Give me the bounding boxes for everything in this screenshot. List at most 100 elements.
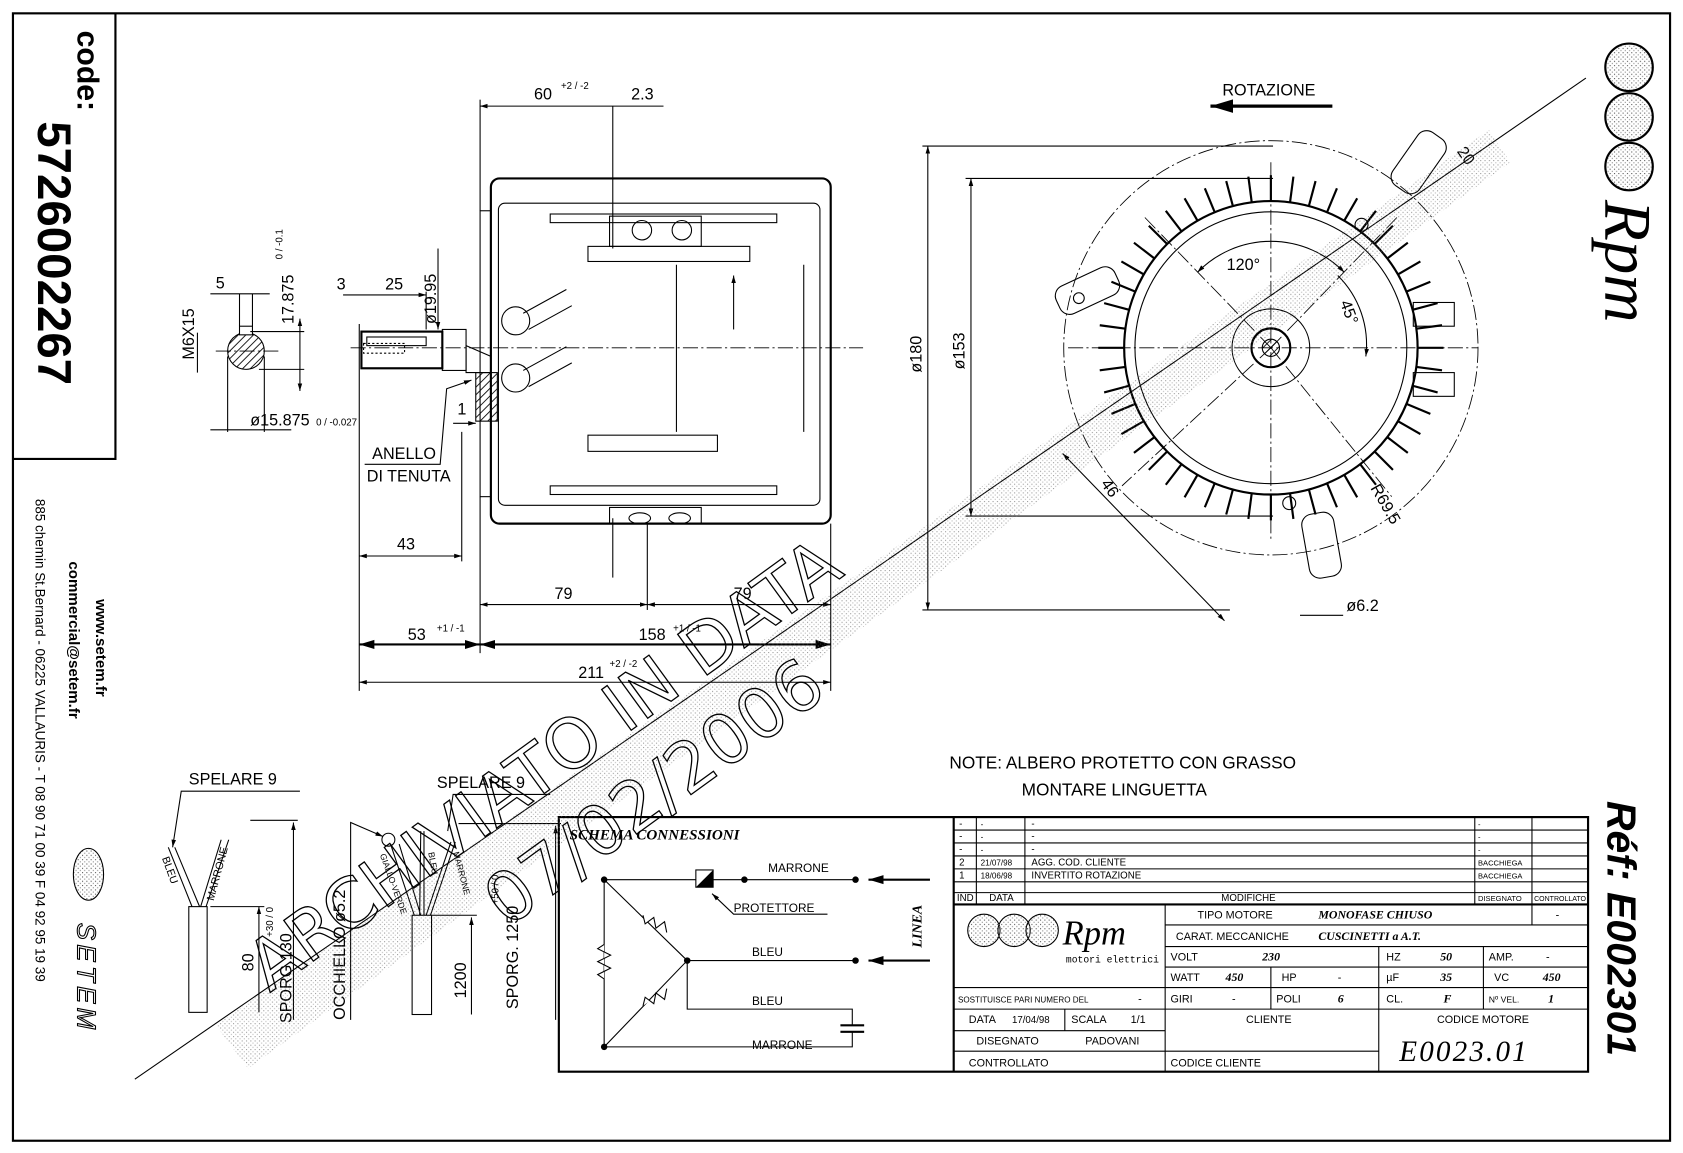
revision-date: - (981, 820, 984, 829)
cooling-fin (1343, 197, 1359, 222)
giri-label: GIRI (1171, 994, 1193, 1006)
cooling-fin (1183, 197, 1199, 222)
strip-leader (171, 790, 300, 848)
dim-key-5: 5 (216, 274, 225, 292)
watermark-text-line1: ARCHIVIATO IN DATA (233, 524, 856, 1007)
amp-value: - (1546, 952, 1550, 964)
strip-leader (447, 793, 551, 832)
hz-value: 50 (1440, 950, 1452, 964)
dim-diameter-6-2: ø6.2 (1346, 597, 1378, 615)
title-block-grid (952, 817, 1589, 1072)
mounting-hole (1282, 496, 1297, 511)
coil-icon (967, 913, 1001, 948)
controllato-label: CONTROLLATO (969, 1057, 1049, 1069)
resistor-icon (642, 988, 668, 1007)
company-info: www.setem.fr commercial@setem.fr 885 che… (33, 499, 109, 1034)
stator-lower (549, 485, 778, 496)
dim-line (1062, 453, 1225, 622)
shaft-hub (441, 328, 467, 371)
cooling-fin (1307, 489, 1317, 515)
divider (953, 829, 1589, 894)
mounting-hole (501, 363, 531, 393)
note-line: NOTE: ALBERO PROTETTO CON GRASSO (949, 753, 1296, 773)
code-box: code: 5726002267 (12, 13, 117, 460)
dim-46: 46 (1097, 476, 1122, 501)
cooling-fin (1406, 402, 1431, 415)
dim-diameter-153: ø153 (950, 332, 968, 369)
coil-icon (1604, 42, 1654, 93)
cooling-fin (1373, 450, 1394, 471)
cooling-fin (1397, 420, 1421, 436)
replaces-label: SOSTITUISCE PARI NUMERO DEL (958, 996, 1089, 1005)
revision-date: 21/07/98 (981, 859, 1013, 868)
dim-protrusion-1250: SPORG. 1250 (504, 906, 522, 1009)
cooling-fin (1359, 463, 1377, 486)
revision-change: INVERTITO ROTAZIONE (1031, 871, 1141, 882)
cooling-fin (1247, 176, 1253, 203)
rev-header-drawn: DISEGNATO (1478, 894, 1522, 903)
replaces-value: - (1138, 994, 1142, 1006)
dim-211: 211 (578, 664, 604, 682)
terminal-tab (1412, 372, 1455, 397)
dim-top-2-3: 2.3 (631, 86, 653, 104)
code-value: 5726002267 (27, 121, 80, 385)
revision-change: AGG. COD. CLIENTE (1031, 858, 1126, 869)
disegnato-label: DISEGNATO (976, 1036, 1038, 1048)
watt-value: 450 (1225, 970, 1244, 984)
code-label: code: (71, 31, 104, 112)
revision-change: - (1031, 845, 1034, 856)
uf-value: 35 (1439, 970, 1452, 984)
rotation-label: ROTAZIONE (1222, 81, 1315, 99)
company-website: www.setem.fr (92, 598, 109, 697)
stator-upper (549, 213, 778, 224)
rev-header-checked: CONTROLLATO (1534, 896, 1586, 903)
wire-label: MARRONE (768, 861, 829, 875)
rpm-title-logo-text: Rpm (1062, 914, 1126, 952)
terminal-dot (600, 1043, 608, 1051)
strip-label: SPELARE 9 (189, 771, 277, 789)
cooling-fin (1288, 176, 1295, 203)
cooling-fin (1307, 180, 1317, 207)
angle-120: 120° (1227, 256, 1260, 274)
dim-shaft-3: 3 (337, 276, 346, 294)
terminal-tab (1412, 301, 1455, 327)
motor-flange (479, 210, 492, 498)
cooling-fin (1326, 187, 1338, 213)
company-address: 885 chemin St.Bernard - 06225 VALLAURIS … (33, 499, 48, 982)
revision-drawn: - (1478, 846, 1481, 855)
cooling-fin (1406, 280, 1431, 293)
dim-r69-5: R69.5 (1367, 481, 1404, 527)
wire (390, 831, 456, 916)
seal-leader (364, 379, 472, 465)
resistor-icon (642, 915, 668, 933)
title-block: SCHEMA CONNESSIONI MARRONE PROTETTORE BL… (557, 816, 1590, 1073)
revision-drawn: - (1478, 820, 1481, 829)
capacitor-icon (840, 1024, 865, 1033)
company-email: commercial@setem.fr (65, 561, 82, 718)
setem-logo-text: SETEM (72, 923, 100, 1034)
winding-triangle (603, 878, 688, 1049)
dim-protrusion-130-tol: +30 / 0 (265, 906, 276, 937)
dim-shaft-15-875-tol: 0 / -0.027 (316, 417, 357, 428)
dim-158: 158 (639, 626, 666, 644)
poli-label: POLI (1276, 994, 1301, 1006)
cliente-label: CLIENTE (1246, 1014, 1291, 1026)
resistor-icon (596, 943, 612, 980)
cooling-fin (1103, 302, 1130, 311)
motor-inner (497, 202, 821, 506)
cooling-fin (1164, 210, 1183, 233)
vel-label: Nº VEL. (1489, 995, 1519, 1005)
sheet-border (11, 12, 1672, 1142)
tipo-motore-label: TIPO MOTORE (1198, 909, 1273, 921)
volt-value: 230 (1261, 950, 1280, 964)
rev-header-changes: MODIFICHE (1221, 893, 1276, 904)
revision-headers: IND DATA MODIFICHE DISEGNATO CONTROLLATO (957, 893, 1587, 904)
revision-date: 18/06/98 (981, 872, 1013, 881)
rpm-brand: Rpm Réf: E002301 (1590, 42, 1664, 1056)
cooling-fin (1386, 436, 1409, 454)
cooling-fin (1133, 436, 1156, 454)
revision-ind: 1 (959, 871, 964, 882)
key-slot (238, 325, 253, 336)
tipo-extra-value: - (1556, 909, 1560, 921)
divider (975, 817, 1533, 925)
